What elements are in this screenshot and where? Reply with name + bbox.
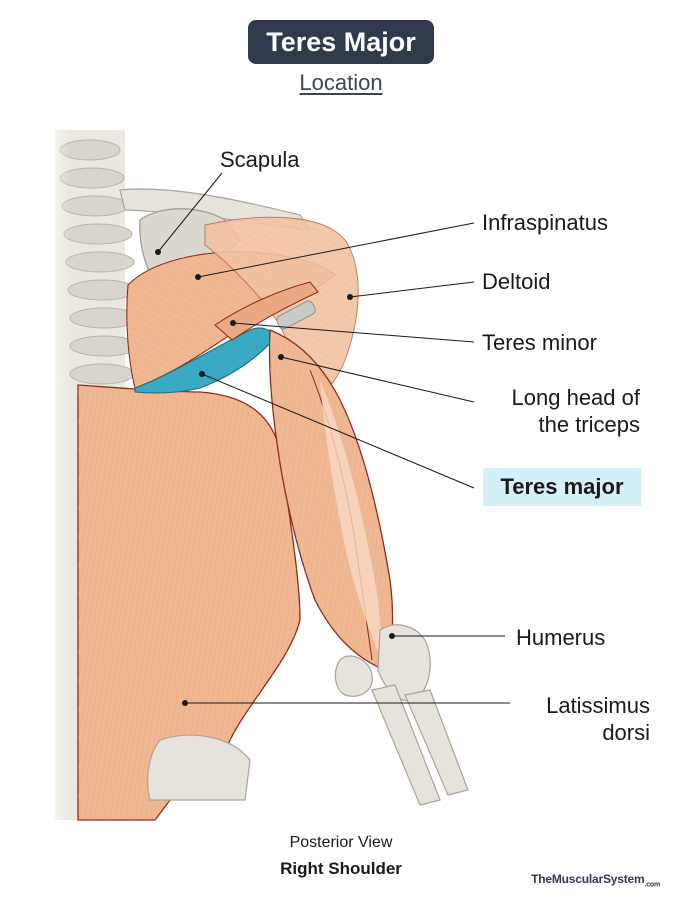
brand-suffix: .com bbox=[644, 881, 660, 889]
label-infraspinatus: Infraspinatus bbox=[482, 210, 608, 235]
label-teres-minor: Teres minor bbox=[482, 330, 597, 355]
caption-side: Right Shoulder bbox=[280, 859, 402, 878]
label-scapula: Scapula bbox=[220, 147, 300, 172]
label-latissimus-dorsi: Latissimus dorsi bbox=[500, 692, 650, 746]
page-subtitle[interactable]: Location bbox=[299, 70, 383, 95]
label-humerus: Humerus bbox=[516, 625, 606, 650]
page-title: Teres Major bbox=[248, 20, 434, 64]
label-long-head-line2: the triceps bbox=[538, 412, 641, 437]
label-long-head-line1: Long head of bbox=[511, 385, 640, 410]
label-teres-major: Teres major bbox=[483, 468, 641, 506]
leader-lines bbox=[157, 172, 510, 704]
leader-dots bbox=[155, 249, 395, 706]
brand-logo[interactable]: TheMuscularSystem.com bbox=[531, 872, 660, 888]
label-teres-major-text: Teres major bbox=[500, 474, 624, 499]
label-latissimus-line1: Latissimus bbox=[546, 693, 650, 718]
page-title-text: Teres Major bbox=[266, 26, 416, 57]
caption-view: Posterior View bbox=[289, 834, 393, 851]
humerus-head bbox=[276, 300, 316, 330]
forearm-bones bbox=[147, 624, 469, 806]
label-deltoid: Deltoid bbox=[482, 269, 551, 294]
label-latissimus-line2: dorsi bbox=[602, 720, 650, 745]
label-long-head-triceps: Long head of the triceps bbox=[482, 384, 640, 438]
brand-name: TheMuscularSystem bbox=[531, 872, 645, 886]
teres-minor-muscle bbox=[214, 281, 319, 341]
